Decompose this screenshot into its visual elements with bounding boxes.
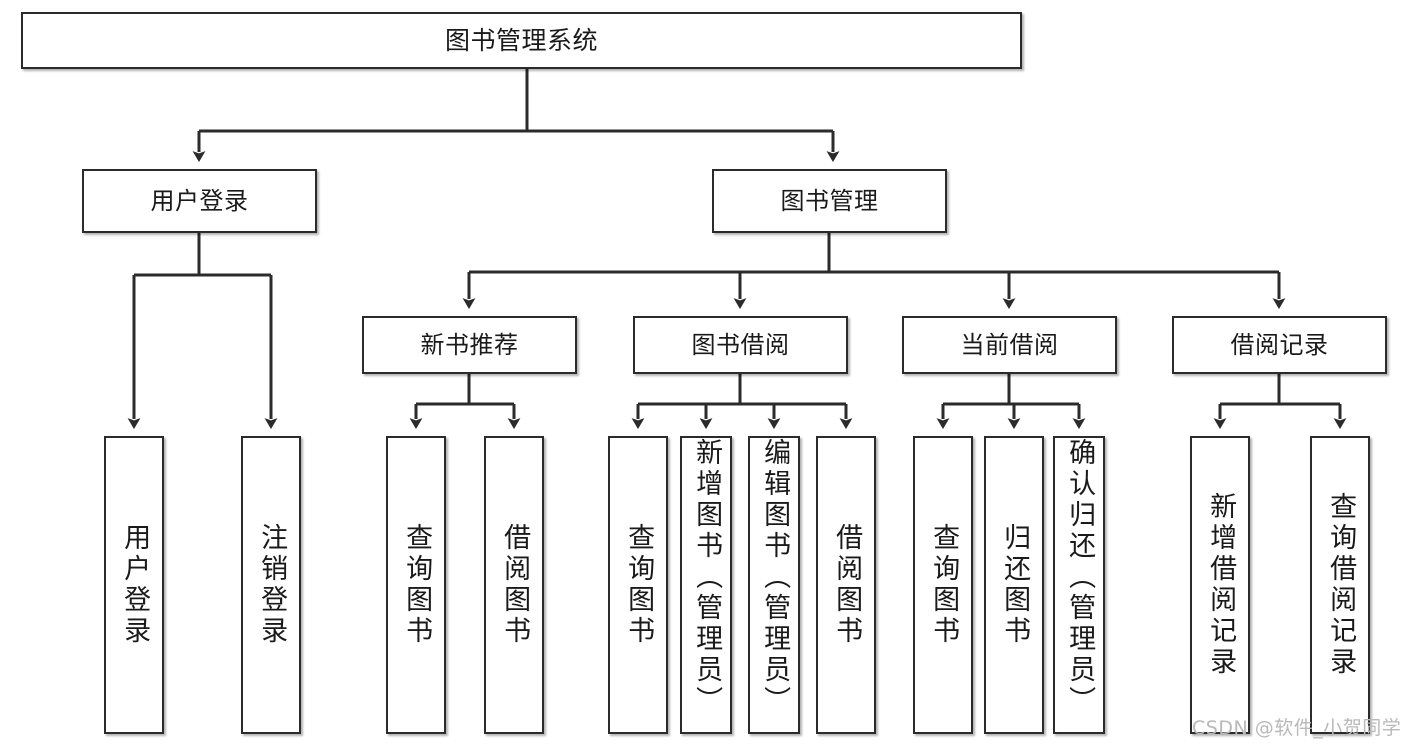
leaf-node-add-book-admin[interactable]: 新增图书（管理员） [680,436,732,734]
node-label: 查询图书 [623,523,655,647]
node-book-borrowing[interactable]: 图书借阅 [633,316,848,374]
node-label: 借阅图书 [499,523,531,647]
node-new-book-recommendation[interactable]: 新书推荐 [362,316,577,374]
node-user-login[interactable]: 用户登录 [82,169,317,233]
node-label: 查询借阅记录 [1325,492,1357,678]
node-label: 借阅记录 [1230,330,1329,359]
node-label: 新增借阅记录 [1205,492,1237,678]
leaf-node-borrow-book[interactable]: 借阅图书 [816,436,876,734]
leaf-node-edit-book-admin[interactable]: 编辑图书（管理员） [748,436,800,734]
node-book-management[interactable]: 图书管理 [712,169,947,233]
node-label: 编辑图书（管理员） [759,438,791,717]
node-label: 用户登录 [150,186,249,215]
leaf-node-user-login[interactable]: 用户登录 [104,436,164,734]
node-label: 图书管理 [780,186,879,215]
node-borrowing-records[interactable]: 借阅记录 [1172,316,1387,374]
leaf-node-query-book-recommend[interactable]: 查询图书 [386,436,446,734]
leaf-node-borrow-book-recommend[interactable]: 借阅图书 [484,436,544,734]
node-label: 查询图书 [401,523,433,647]
leaf-node-add-borrow-record[interactable]: 新增借阅记录 [1190,436,1250,734]
node-label: 新增图书（管理员） [691,438,723,717]
node-label: 归还图书 [999,523,1031,647]
leaf-node-confirm-return-admin[interactable]: 确认归还（管理员） [1053,436,1105,734]
node-label: 借阅图书 [831,523,863,647]
leaf-node-logout[interactable]: 注销登录 [241,436,301,734]
watermark-text: CSDN @软件_小贺同学 [1192,717,1402,739]
node-label: 图书借阅 [691,330,790,359]
leaf-node-query-borrow-record[interactable]: 查询借阅记录 [1310,436,1370,734]
node-label: 当前借阅 [960,330,1059,359]
node-label: 图书管理系统 [444,25,598,55]
node-label: 新书推荐 [420,330,519,359]
leaf-node-query-book-borrow[interactable]: 查询图书 [608,436,668,734]
leaf-node-query-book-current[interactable]: 查询图书 [913,436,973,734]
node-label: 用户登录 [119,523,151,647]
node-label: 注销登录 [256,523,288,647]
node-label: 查询图书 [928,523,960,647]
leaf-node-return-book[interactable]: 归还图书 [984,436,1044,734]
node-current-borrowing[interactable]: 当前借阅 [902,316,1117,374]
node-label: 确认归还（管理员） [1064,438,1096,717]
node-root-book-management-system[interactable]: 图书管理系统 [21,12,1022,69]
